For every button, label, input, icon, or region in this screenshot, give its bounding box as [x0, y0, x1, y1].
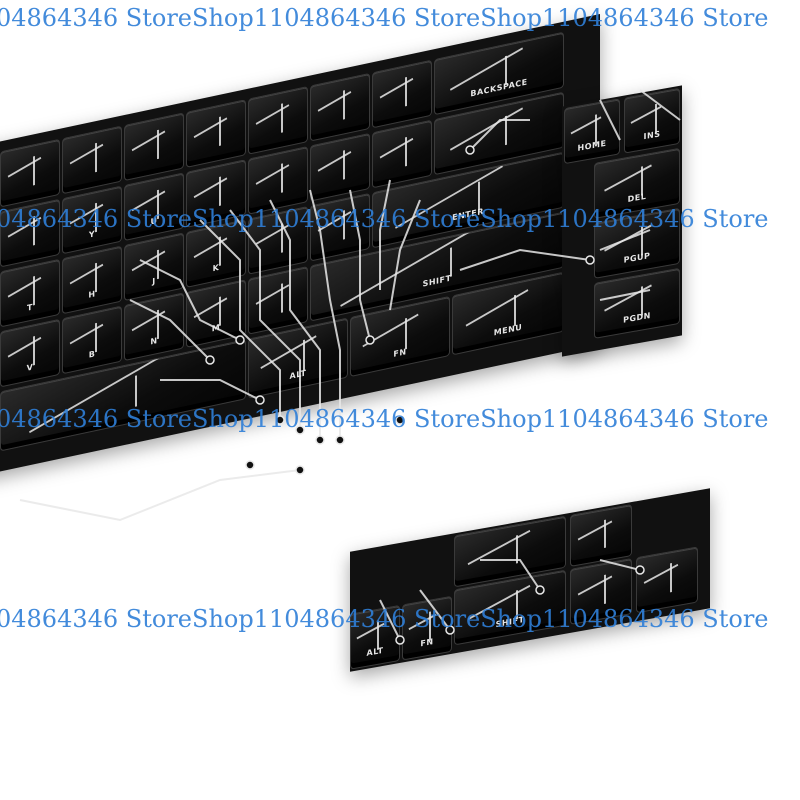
keycap [372, 59, 432, 129]
key-label-alt: ALT [289, 368, 307, 381]
key-label-menu: MENU [493, 322, 523, 338]
key-label-j: J [152, 276, 156, 287]
key-label-home: HOME [577, 138, 607, 153]
key-label-b: B [88, 349, 96, 360]
keycap-ins: INS [624, 87, 680, 154]
keycap-arrow-up [570, 504, 632, 567]
keycap-letter-m: M [186, 279, 246, 348]
keycap-arrow-right [636, 546, 698, 614]
keycap [372, 119, 432, 189]
keycap-letter-j: J [124, 232, 184, 302]
keycap-pgdn: PGDN [594, 267, 680, 339]
key-label-ins: INS [643, 129, 661, 142]
key-label-t: T [27, 302, 33, 313]
key-label-pgdn: PGDN [623, 310, 651, 325]
keycap [248, 266, 308, 335]
key-label-pgup: PGUP [623, 250, 651, 265]
watermark-row: 04864346 StoreShop1104864346 StoreShop11… [0, 405, 769, 433]
watermark-row: 04864346 StoreShop1104864346 StoreShop11… [0, 4, 769, 32]
key-label-n: N [150, 336, 158, 347]
keycap [186, 99, 246, 168]
keycap-letter-n: N [124, 292, 184, 362]
extra-keycap-set: SHIFT ALT FN [350, 488, 710, 672]
key-label-v: V [26, 362, 34, 373]
watermark-row: 04864346 StoreShop1104864346 StoreShop11… [0, 205, 769, 233]
keycap [0, 138, 60, 208]
key-label-k: K [212, 262, 220, 274]
keycap [62, 125, 122, 195]
keycap-home: HOME [564, 98, 620, 165]
key-label-h: H [88, 289, 96, 300]
key-label-fn: FN [393, 347, 407, 359]
keycap-letter-h: H [62, 245, 122, 315]
watermark-row: 04864346 StoreShop1104864346 StoreShop11… [0, 605, 769, 633]
keycap-letter-v: V [0, 318, 60, 388]
keycap [310, 72, 370, 142]
keycap [248, 86, 308, 155]
key-label-m: M [211, 322, 221, 334]
keycap [310, 132, 370, 202]
keycap [124, 112, 184, 182]
key-label-fn-2: FN [420, 637, 434, 649]
key-label-alt-2: ALT [366, 645, 384, 658]
keycap-letter-b: B [62, 305, 122, 375]
keycap-letter-t: T [0, 258, 60, 328]
